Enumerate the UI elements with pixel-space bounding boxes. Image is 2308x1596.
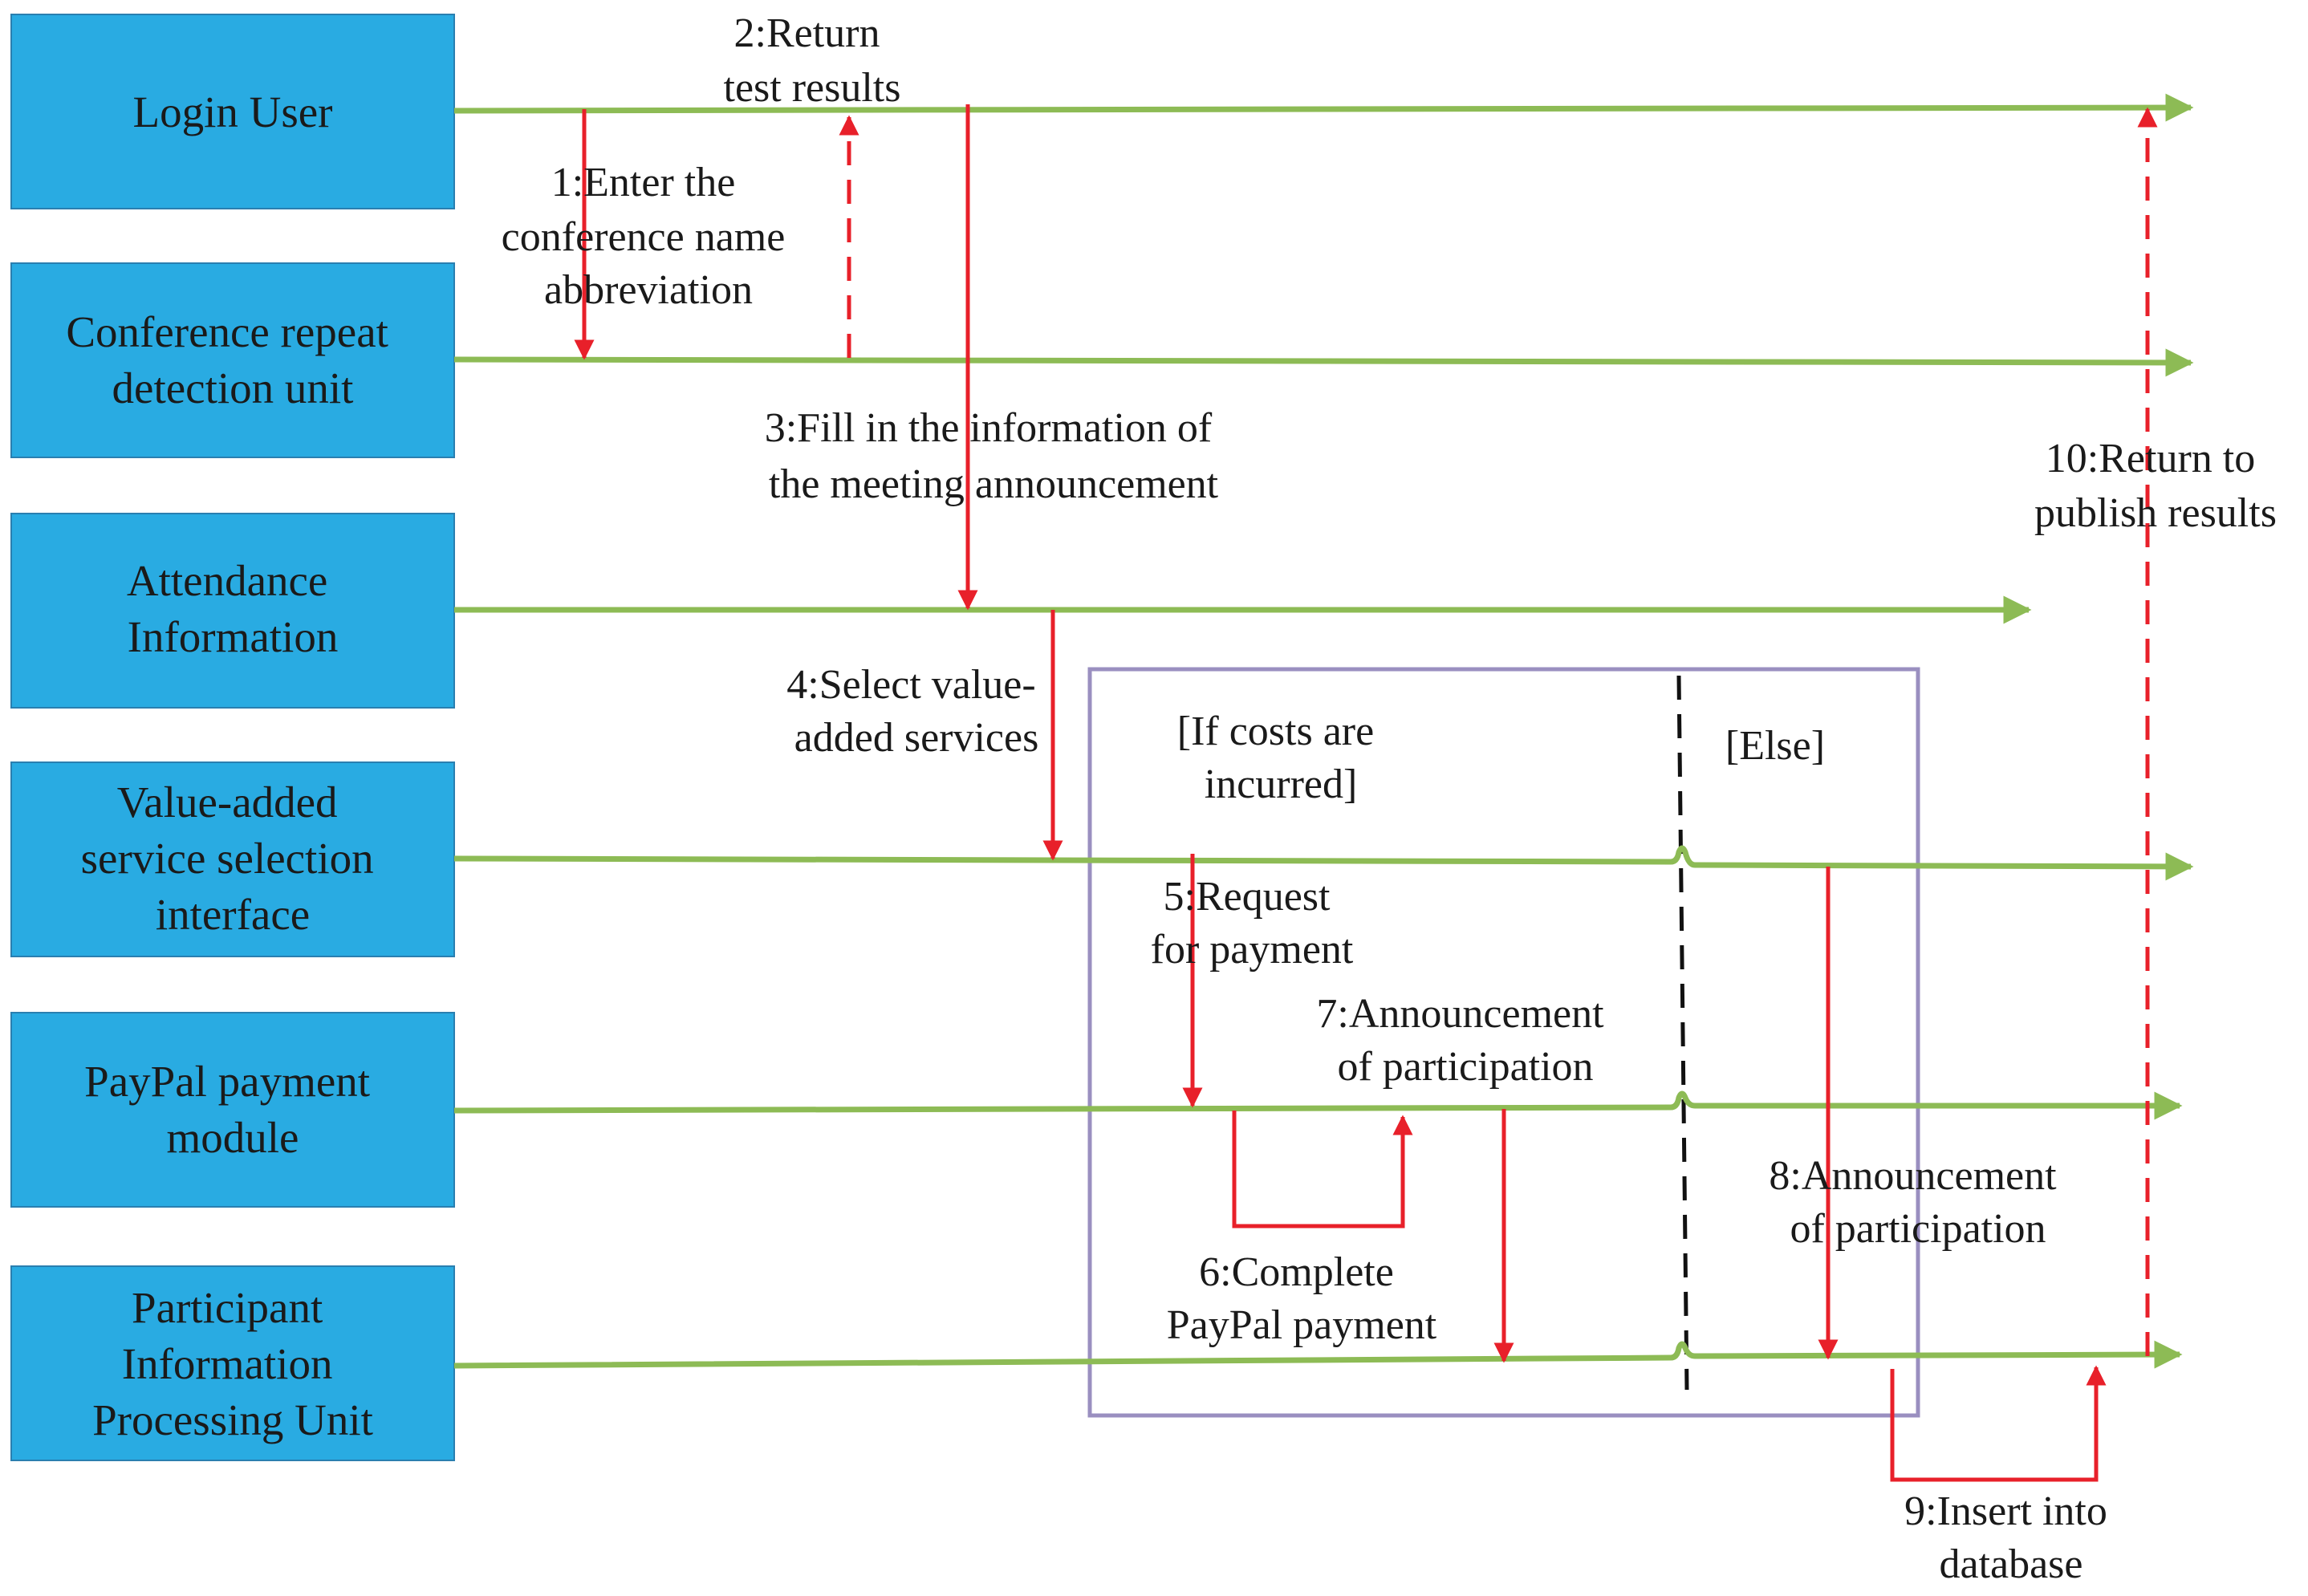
message-4-label: 4:Select value- added services: [786, 662, 1046, 761]
lane-attendance-information: Attendance Information: [10, 513, 455, 709]
alt-fragment-frame: [1087, 667, 1920, 1418]
guard-else-label: [Else]: [1725, 723, 1825, 769]
lane-label: Participant Information Processing Unit: [92, 1283, 373, 1444]
message-1-label: 1:Enter the conference name abbreviation: [502, 160, 796, 313]
lane-conference-repeat-detection-unit: Conference repeat detection unit: [10, 262, 455, 458]
lane-login-user: Login User: [10, 14, 455, 209]
lane-label: Value-added service selection interface: [81, 778, 385, 939]
lifeline-paypal-payment-module: [453, 1090, 2183, 1120]
message-7-label: 7:Announcement of participation: [1316, 991, 1614, 1090]
alt-fragment-divider: [1676, 675, 1689, 1391]
lifeline-conference-repeat-detection-unit: [453, 348, 2194, 377]
lane-paypal-payment-module: PayPal payment module: [10, 1012, 455, 1208]
message-9-label: 9:Insert into database: [1904, 1488, 2118, 1587]
message-6-label: 6:Complete PayPal payment: [1167, 1249, 1437, 1348]
lifeline-value-added-service-selection-interface: [453, 845, 2194, 881]
guard-if-label: [If costs are incurred]: [1177, 709, 1384, 807]
lane-label: PayPal payment module: [84, 1057, 381, 1162]
message-2-label: 2:Return test results: [724, 10, 901, 111]
message-3-label: 3:Fill in the information of the meeting…: [765, 405, 1223, 507]
lifeline-login-user: [453, 93, 2194, 122]
message-9-arrow: [1890, 1365, 2107, 1482]
lane-label: Attendance Information: [127, 556, 339, 661]
message-10-label: 10:Return to publish results: [2034, 436, 2277, 536]
message-8-label: 8:Announcement of participation: [1769, 1153, 2066, 1252]
lifeline-participant-information-processing-unit: [453, 1340, 2183, 1369]
message-5-label: 5:Request for payment: [1151, 874, 1354, 973]
message-6-7-arrow: [1232, 1111, 1413, 1228]
lane-label: Login User: [133, 87, 333, 136]
lane-value-added-service-selection-interface: Value-added service selection interface: [10, 761, 455, 957]
lane-participant-information-processing-unit: Participant Information Processing Unit: [10, 1265, 455, 1461]
lane-label: Conference repeat detection unit: [66, 307, 399, 412]
